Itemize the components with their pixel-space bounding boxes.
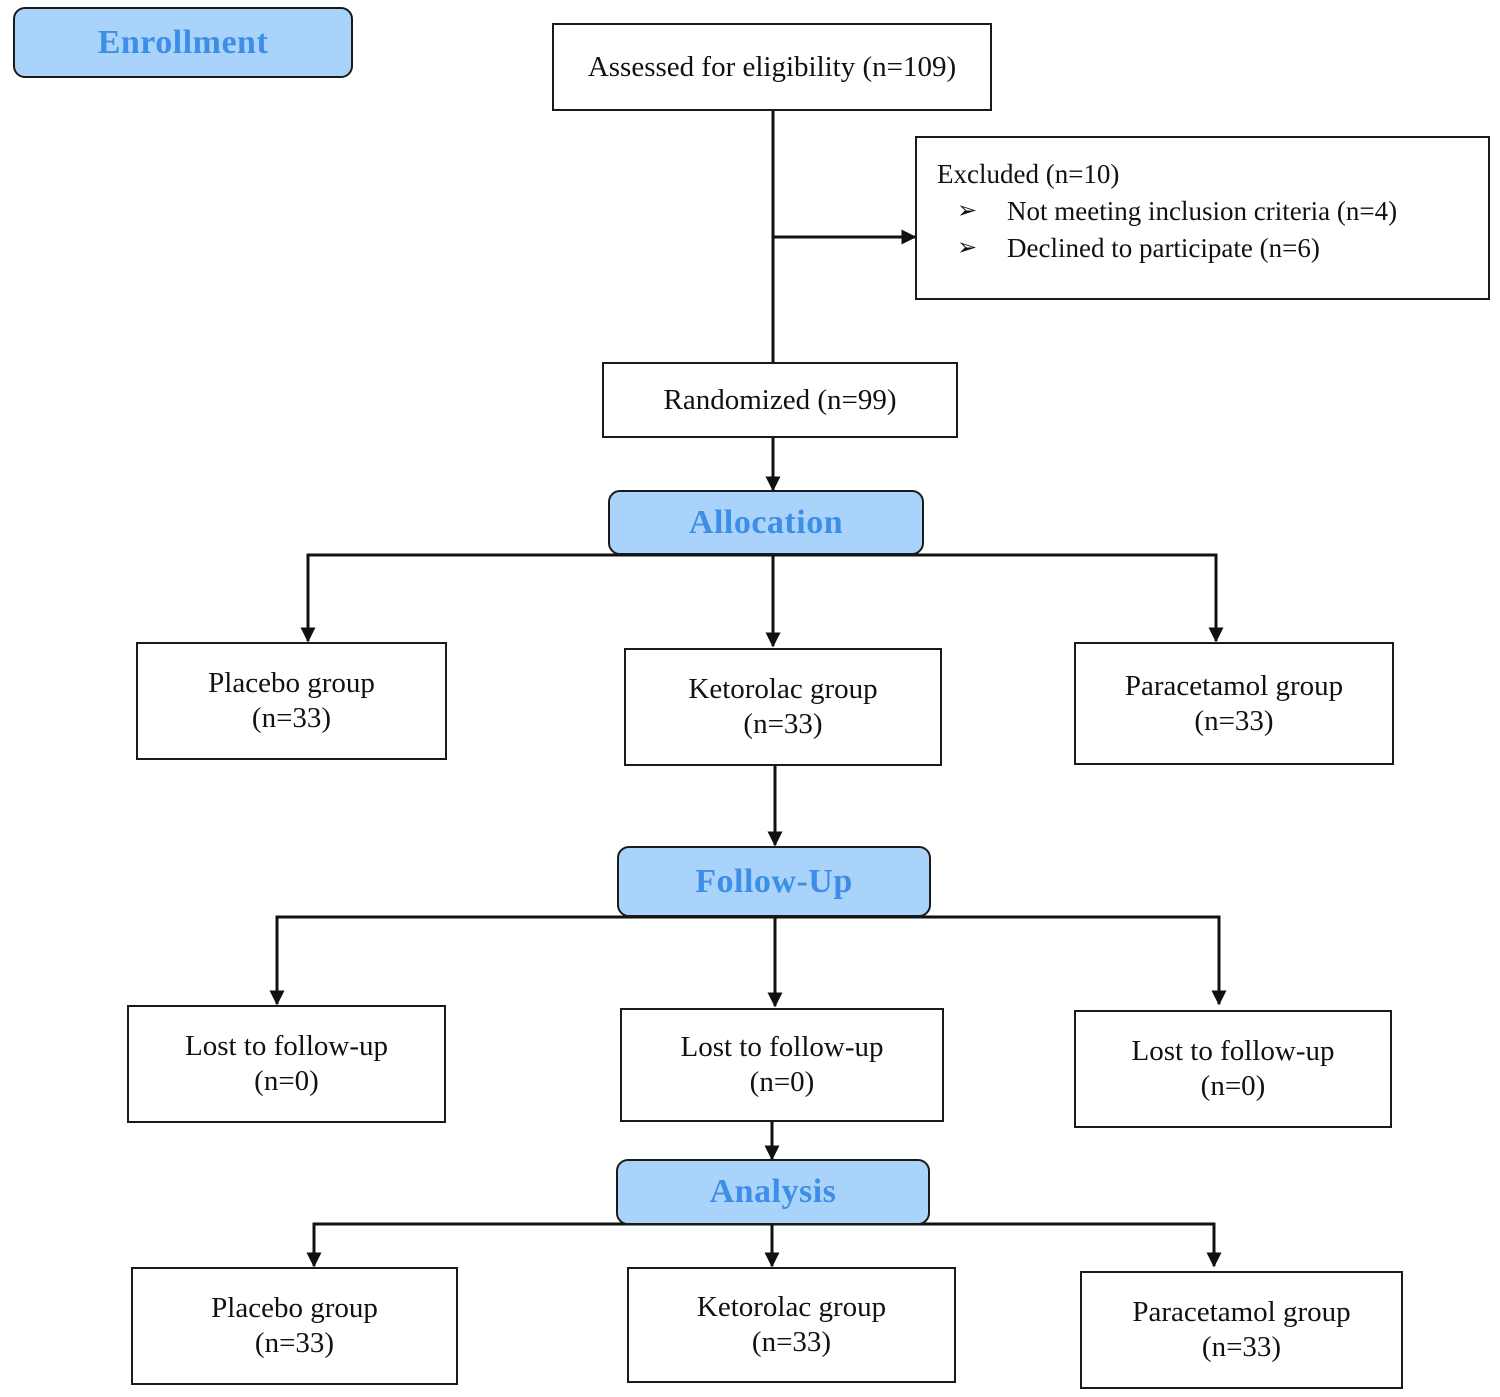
group-count: (n=33) (251, 702, 332, 734)
group-count: (n=33) (1201, 1331, 1282, 1363)
follow-up-ketorolac-box: Lost to follow-up (n=0) (620, 1008, 944, 1122)
excluded-box: Excluded (n=10) ➢ Not meeting inclusion … (915, 136, 1490, 300)
lost-label: Lost to follow-up (185, 1030, 388, 1062)
excluded-reason-label: Not meeting inclusion criteria (n=4) (1007, 196, 1398, 226)
group-name: Ketorolac group (688, 673, 878, 705)
allocation-paracetamol-box: Paracetamol group (n=33) (1074, 642, 1394, 765)
stage-follow-up: Follow-Up (617, 846, 931, 917)
arrow-bullet-icon: ➢ (957, 198, 978, 224)
lost-label: Lost to follow-up (1131, 1035, 1335, 1067)
group-count: (n=33) (254, 1327, 335, 1359)
lost-count: (n=0) (749, 1066, 815, 1098)
lost-count: (n=0) (254, 1065, 319, 1097)
stage-allocation: Allocation (608, 490, 924, 555)
group-name: Placebo group (208, 667, 375, 699)
allocation-ketorolac-box: Ketorolac group (n=33) (624, 648, 942, 766)
lost-label: Lost to follow-up (680, 1031, 884, 1063)
randomized-label: Randomized (n=99) (663, 383, 897, 416)
analysis-placebo-box: Placebo group (n=33) (131, 1267, 458, 1385)
follow-up-placebo-box: Lost to follow-up (n=0) (127, 1005, 446, 1123)
allocation-placebo-box: Placebo group (n=33) (136, 642, 447, 760)
lost-count: (n=0) (1200, 1070, 1266, 1102)
group-count: (n=33) (751, 1326, 832, 1358)
stage-analysis: Analysis (616, 1159, 930, 1225)
allocation-branch (306, 553, 1218, 640)
excluded-reason: ➢ Declined to participate (n=6) (937, 230, 1488, 267)
group-count: (n=33) (1194, 704, 1274, 737)
group-count: (n=33) (743, 708, 823, 740)
group-name: Ketorolac group (696, 1291, 887, 1323)
excluded-reason: ➢ Not meeting inclusion criteria (n=4) (937, 193, 1488, 230)
follow-up-branch (275, 915, 1221, 1003)
group-name: Placebo group (211, 1292, 378, 1324)
assessed-box: Assessed for eligibility (n=109) (552, 23, 992, 111)
assessed-label: Assessed for eligibility (n=109) (587, 50, 957, 83)
group-name: Paracetamol group (1124, 669, 1344, 702)
analysis-branch (312, 1222, 1216, 1265)
analysis-paracetamol-box: Paracetamol group (n=33) (1080, 1271, 1403, 1389)
excluded-title: Excluded (n=10) (937, 159, 1120, 189)
analysis-ketorolac-box: Ketorolac group (n=33) (627, 1267, 956, 1383)
group-name: Paracetamol group (1132, 1296, 1351, 1328)
randomized-box: Randomized (n=99) (602, 362, 958, 438)
stage-enrollment: Enrollment (13, 7, 353, 78)
arrow-bullet-icon: ➢ (957, 235, 978, 261)
follow-up-paracetamol-box: Lost to follow-up (n=0) (1074, 1010, 1392, 1128)
excluded-reason-label: Declined to participate (n=6) (1007, 233, 1320, 263)
